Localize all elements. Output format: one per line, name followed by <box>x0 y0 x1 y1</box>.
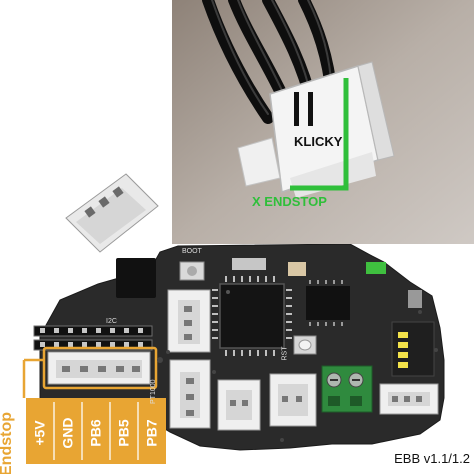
pin-headers <box>33 325 153 351</box>
smd-part <box>408 290 422 308</box>
connector-fan-2 <box>169 359 211 429</box>
connector-top-left <box>65 173 159 253</box>
mcu-chip <box>212 276 292 356</box>
smd-part <box>288 262 306 276</box>
connector-fan-1 <box>167 289 211 353</box>
pin-label-5v: +5V <box>32 420 48 446</box>
board-version-label: EBB v1.1/1.2 <box>394 451 470 466</box>
connector-bottom-2 <box>269 373 317 427</box>
pin-label-gnd: GND <box>60 417 76 449</box>
connector-bottom-1 <box>217 379 261 431</box>
klicky-label: KLICKY <box>294 134 343 149</box>
endstop-connector <box>47 351 151 385</box>
connector-photo-illustration <box>172 0 474 244</box>
silk-boot: BOOT <box>182 248 202 255</box>
chip-left <box>116 258 156 298</box>
power-terminal <box>321 365 373 413</box>
led <box>366 262 386 274</box>
pin-label-pb5: PB5 <box>116 419 133 447</box>
silk-i2c: I2C <box>106 318 117 325</box>
endstop-highlight <box>22 346 158 398</box>
silk-rst: RST <box>281 346 289 361</box>
x-endstop-label: X ENDSTOP <box>252 194 327 209</box>
pin-label-pb7: PB7 <box>144 419 161 447</box>
smd-part <box>232 258 266 270</box>
ic-right <box>306 286 350 320</box>
connector-photo: KLICKY X ENDSTOP <box>172 0 474 244</box>
connector-right <box>379 383 439 415</box>
endstop-label-strip <box>26 398 166 464</box>
endstop-pin-labels: +5V GND PB6 PB5 PB7 <box>0 398 170 458</box>
pin-label-pb6: PB6 <box>88 419 105 447</box>
